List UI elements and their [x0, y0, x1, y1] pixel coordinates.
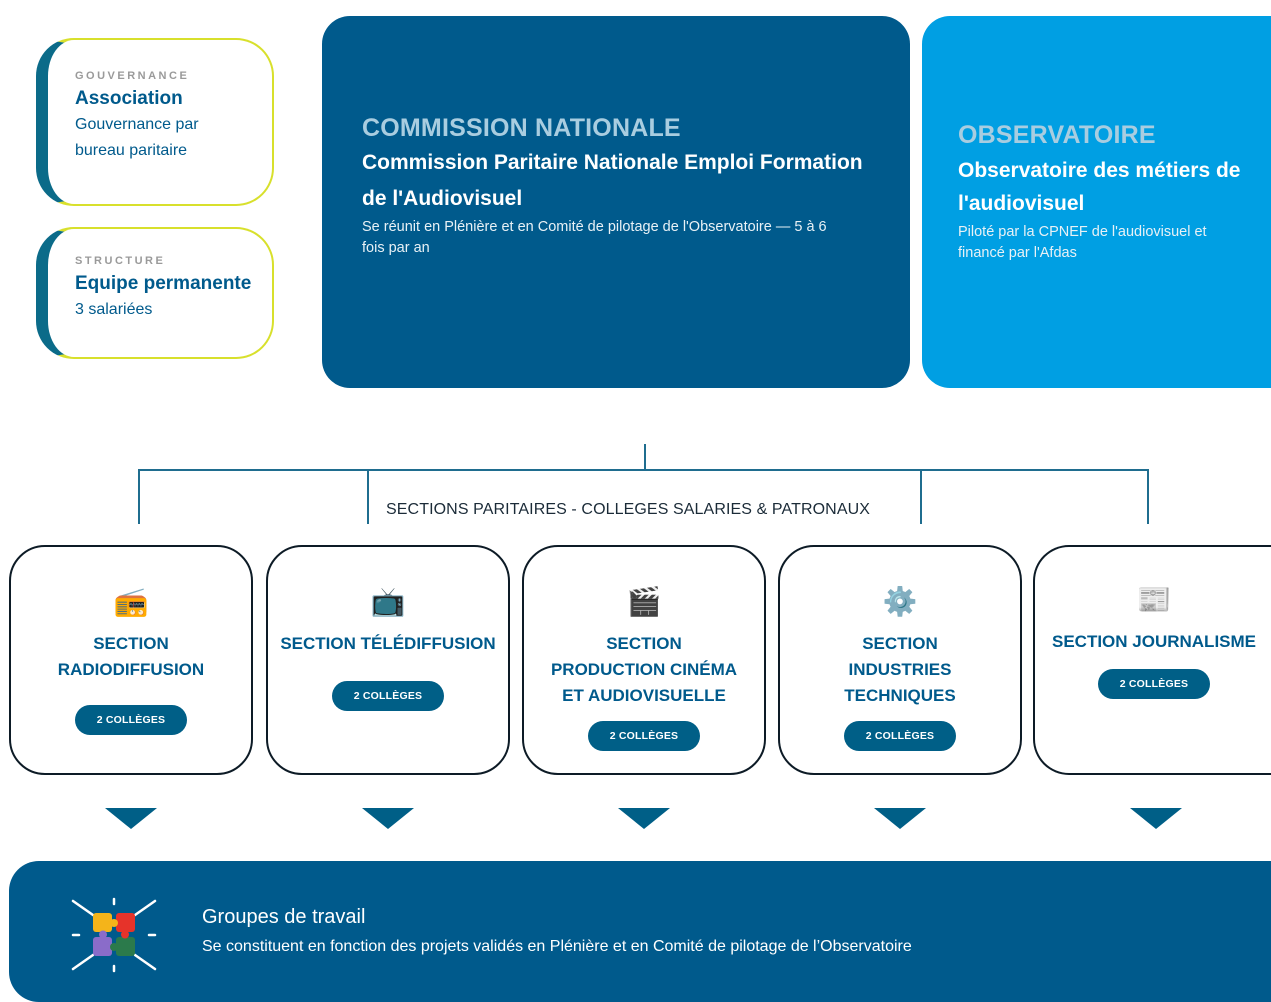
observatoire-description: Piloté par la CPNEF de l'audiovisuel et … [958, 224, 1207, 261]
commission-kicker: COMMISSION NATIONALE [362, 114, 681, 142]
down-arrow-icon [618, 808, 670, 829]
radio-icon: 📻 [113, 585, 149, 618]
sections-caption: SECTIONS PARITAIRES - COLLEGES SALARIES … [386, 501, 871, 518]
section-name: SECTION TÉLÉDIFFUSION [280, 634, 496, 653]
observatoire-panel: OBSERVATOIRE Observatoire des métiers de… [922, 16, 1271, 388]
colleges-badge: 2 COLLÈGES [331, 681, 445, 711]
section-name: SECTION JOURNALISME [1051, 632, 1257, 651]
colleges-badge: 2 COLLÈGES [1097, 669, 1211, 699]
card-eyebrow: STRUCTURE [75, 255, 166, 267]
card-eyebrow: GOUVERNANCE [75, 70, 190, 82]
card-description: Gouvernance par bureau paritaire [75, 116, 199, 159]
section-card-radiodiffusion: 📻 SECTION RADIODIFFUSION 2 COLLÈGES [9, 545, 253, 775]
puzzle-hands-icon [71, 897, 157, 973]
section-card-journalisme: 📰 SECTION JOURNALISME 2 COLLÈGES [1033, 545, 1271, 775]
section-card-telediffusion: 📺 SECTION TÉLÉDIFFUSION 2 COLLÈGES [266, 545, 510, 775]
connector-drop [1147, 469, 1149, 524]
clapperboard-icon: 🎬 [626, 585, 662, 618]
card-description: 3 salariées [75, 301, 153, 318]
newspaper-icon: 📰 [1136, 583, 1172, 616]
commission-heading: Commission Paritaire Nationale Emploi Fo… [362, 151, 863, 210]
colleges-badge: 2 COLLÈGES [843, 721, 957, 751]
colleges-badge: 2 COLLÈGES [74, 705, 188, 735]
section-name: SECTION RADIODIFFUSION [57, 634, 205, 679]
work-groups-description: Se constituent en fonction des projets v… [202, 938, 912, 955]
work-groups-title: Groupes de travail [202, 906, 366, 928]
observatoire-heading: Observatoire des métiers de l'audiovisue… [958, 159, 1241, 215]
connector-drop [920, 469, 922, 524]
section-name: SECTION PRODUCTION CINÉMA ET AUDIOVISUEL… [550, 634, 738, 705]
work-groups-band: Groupes de travail Se constituent en fon… [9, 861, 1271, 1002]
structure-card: STRUCTURE Equipe permanente 3 salariées [36, 227, 274, 359]
commission-panel: COMMISSION NATIONALE Commission Paritair… [322, 16, 910, 388]
connector-drop [367, 469, 369, 524]
down-arrow-icon [105, 808, 157, 829]
section-name: SECTION INDUSTRIES TECHNIQUES [844, 634, 956, 705]
gear-icon: ⚙️ [882, 585, 918, 618]
colleges-badge: 2 COLLÈGES [587, 721, 701, 751]
commission-description: Se réunit en Plénière et en Comité de pi… [362, 219, 827, 256]
section-card-industries: ⚙️ SECTION INDUSTRIES TECHNIQUES 2 COLLÈ… [778, 545, 1022, 775]
observatoire-kicker: OBSERVATOIRE [958, 121, 1156, 149]
connector-horizontal [138, 469, 1149, 471]
connector-drop [138, 469, 140, 524]
section-card-production: 🎬 SECTION PRODUCTION CINÉMA ET AUDIOVISU… [522, 545, 766, 775]
television-icon: 📺 [370, 585, 406, 618]
down-arrow-icon [362, 808, 414, 829]
card-title: Association [75, 88, 183, 109]
card-title: Equipe permanente [75, 273, 252, 294]
connector-stem [644, 444, 646, 470]
down-arrow-icon [1130, 808, 1182, 829]
down-arrow-icon [874, 808, 926, 829]
governance-card: GOUVERNANCE Association Gouvernance par … [36, 38, 274, 206]
